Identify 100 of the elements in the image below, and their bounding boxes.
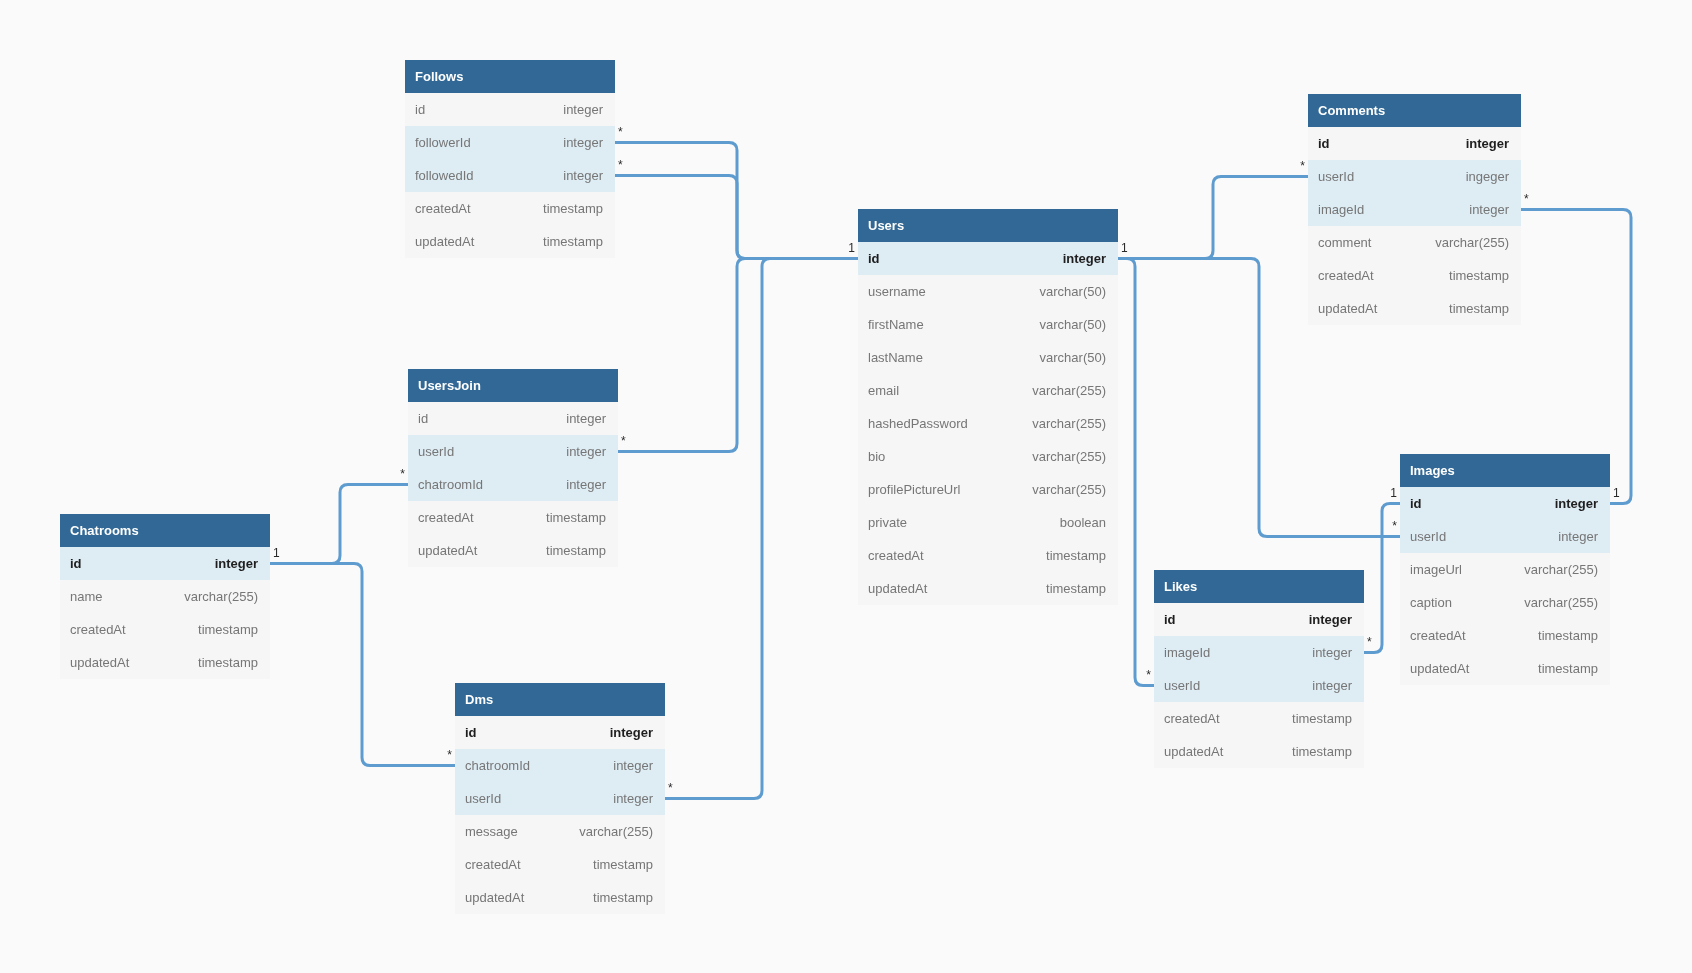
column-type: varchar(255) (1032, 383, 1106, 398)
column-name: updatedAt (1164, 744, 1224, 759)
table-row (1400, 520, 1610, 553)
table-header: Follows (405, 60, 615, 93)
cardinality-label: * (621, 433, 626, 448)
column-type: integer (609, 725, 653, 740)
column-name: chatroomId (465, 758, 531, 773)
cardinality-label: * (1146, 667, 1151, 682)
column-type: timestamp (543, 201, 603, 216)
column-type: integer (1554, 496, 1598, 511)
column-type: varchar(255) (1032, 482, 1106, 497)
column-type: integer (1312, 678, 1352, 693)
column-name: imageUrl (1410, 562, 1462, 577)
column-type: timestamp (1046, 581, 1106, 596)
column-type: integer (1558, 529, 1598, 544)
column-type: timestamp (1449, 301, 1509, 316)
column-type: ingeger (1465, 169, 1509, 184)
column-type: timestamp (546, 543, 606, 558)
table-row (408, 435, 618, 468)
column-type: varchar(50) (1039, 317, 1106, 332)
column-name: id (1318, 136, 1330, 151)
cardinality-label: 1 (1390, 485, 1397, 500)
column-type: varchar(50) (1039, 350, 1106, 365)
table-row (60, 547, 270, 580)
cardinality-label: * (447, 747, 452, 762)
column-type: varchar(255) (1435, 235, 1509, 250)
column-name: userId (418, 444, 455, 459)
column-name: createdAt (1164, 711, 1220, 726)
cardinality-label: 1 (848, 240, 855, 255)
column-name: userId (1318, 169, 1355, 184)
column-type: timestamp (593, 857, 653, 872)
column-name: followedId (415, 168, 474, 183)
cardinality-label: * (668, 780, 673, 795)
cardinality-label: * (1392, 518, 1397, 533)
table-header: Dms (455, 683, 665, 716)
cardinality-label: 1 (1613, 485, 1620, 500)
table-row (1308, 160, 1521, 193)
table-row (858, 242, 1118, 275)
table-row (405, 159, 615, 192)
column-type: timestamp (593, 890, 653, 905)
column-name: comment (1318, 235, 1372, 250)
cardinality-label: 1 (1121, 240, 1128, 255)
cardinality-label: * (400, 466, 405, 481)
column-type: integer (563, 135, 603, 150)
column-type: integer (1308, 612, 1352, 627)
column-name: createdAt (70, 622, 126, 637)
table-row (455, 782, 665, 815)
column-type: integer (563, 102, 603, 117)
cardinality-label: * (618, 157, 623, 172)
column-type: integer (566, 411, 606, 426)
column-name: caption (1410, 595, 1452, 610)
table-row (1308, 193, 1521, 226)
column-type: timestamp (1538, 661, 1598, 676)
column-type: varchar(255) (1032, 416, 1106, 431)
relationship-line (270, 562, 455, 767)
column-name: bio (868, 449, 886, 464)
column-name: createdAt (418, 510, 474, 525)
column-name: createdAt (1410, 628, 1466, 643)
column-name: userId (1410, 529, 1447, 544)
column-type: integer (214, 556, 258, 571)
column-name: id (418, 411, 429, 426)
column-name: lastName (868, 350, 923, 365)
column-type: integer (613, 791, 653, 806)
table-row (408, 468, 618, 501)
column-type: integer (613, 758, 653, 773)
column-type: timestamp (1449, 268, 1509, 283)
column-name: createdAt (868, 548, 924, 563)
column-type: varchar(50) (1039, 284, 1106, 299)
table-row (1154, 636, 1364, 669)
column-type: timestamp (1292, 744, 1352, 759)
column-type: varchar(255) (579, 824, 653, 839)
table-row (1400, 487, 1610, 520)
relationship-line (1364, 502, 1400, 654)
column-name: updatedAt (868, 581, 928, 596)
column-name: hashedPassword (868, 416, 968, 431)
column-name: id (415, 102, 426, 117)
column-name: createdAt (1318, 268, 1374, 283)
table-header: UsersJoin (408, 369, 618, 402)
table-row (1154, 669, 1364, 702)
column-name: createdAt (415, 201, 471, 216)
column-name: username (868, 284, 926, 299)
column-name: id (1410, 496, 1422, 511)
column-type: varchar(255) (184, 589, 258, 604)
table-header: Comments (1308, 94, 1521, 127)
column-type: timestamp (1292, 711, 1352, 726)
column-type: timestamp (543, 234, 603, 249)
table-header: Users (858, 209, 1118, 242)
column-name: updatedAt (1318, 301, 1378, 316)
column-name: imageId (1164, 645, 1211, 660)
table-header: Likes (1154, 570, 1364, 603)
column-name: updatedAt (70, 655, 130, 670)
column-type: boolean (1059, 515, 1106, 530)
column-name: id (465, 725, 477, 740)
column-name: updatedAt (1410, 661, 1470, 676)
column-type: integer (1465, 136, 1509, 151)
column-name: email (868, 383, 900, 398)
column-type: varchar(255) (1524, 595, 1598, 610)
column-type: timestamp (1538, 628, 1598, 643)
column-name: id (868, 251, 880, 266)
table-row (405, 126, 615, 159)
